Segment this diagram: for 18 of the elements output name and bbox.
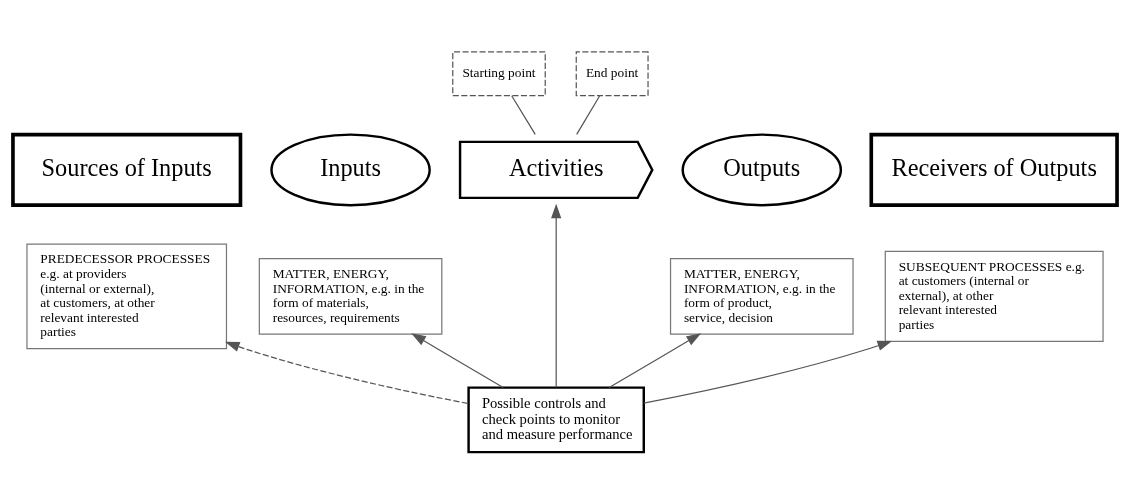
node-box: End point [575,50,649,96]
node-ellipse: Outputs [681,132,843,206]
arrow [224,341,469,404]
arrow [551,203,562,388]
connector [576,94,601,135]
arrow [608,332,702,388]
arrow [411,332,504,388]
arrow [643,340,893,404]
node-ellipse: Inputs [270,132,431,206]
node-box: MATTER, ENERGY, INFORMATION, e.g. in the form of materials, resources, requirements [258,257,443,335]
node-box: Starting point [452,50,546,96]
node-box: SUBSEQUENT PROCESSES e.g. at customers (internal or external), at other relevant interested parties [884,250,1104,342]
node-box: Receivers of Outputs [869,132,1119,207]
connector [511,94,536,135]
node-box: PREDECESSOR PROCESSES e.g. at providers (internal or external), at customers, at other relevant interested parties [26,243,228,349]
node-box: Sources of Inputs [11,132,243,207]
node-box: Possible controls and check points to monitor and measure performance [467,385,645,453]
node-box: MATTER, ENERGY, INFORMATION, e.g. in the form of product, service, decision [669,257,854,335]
